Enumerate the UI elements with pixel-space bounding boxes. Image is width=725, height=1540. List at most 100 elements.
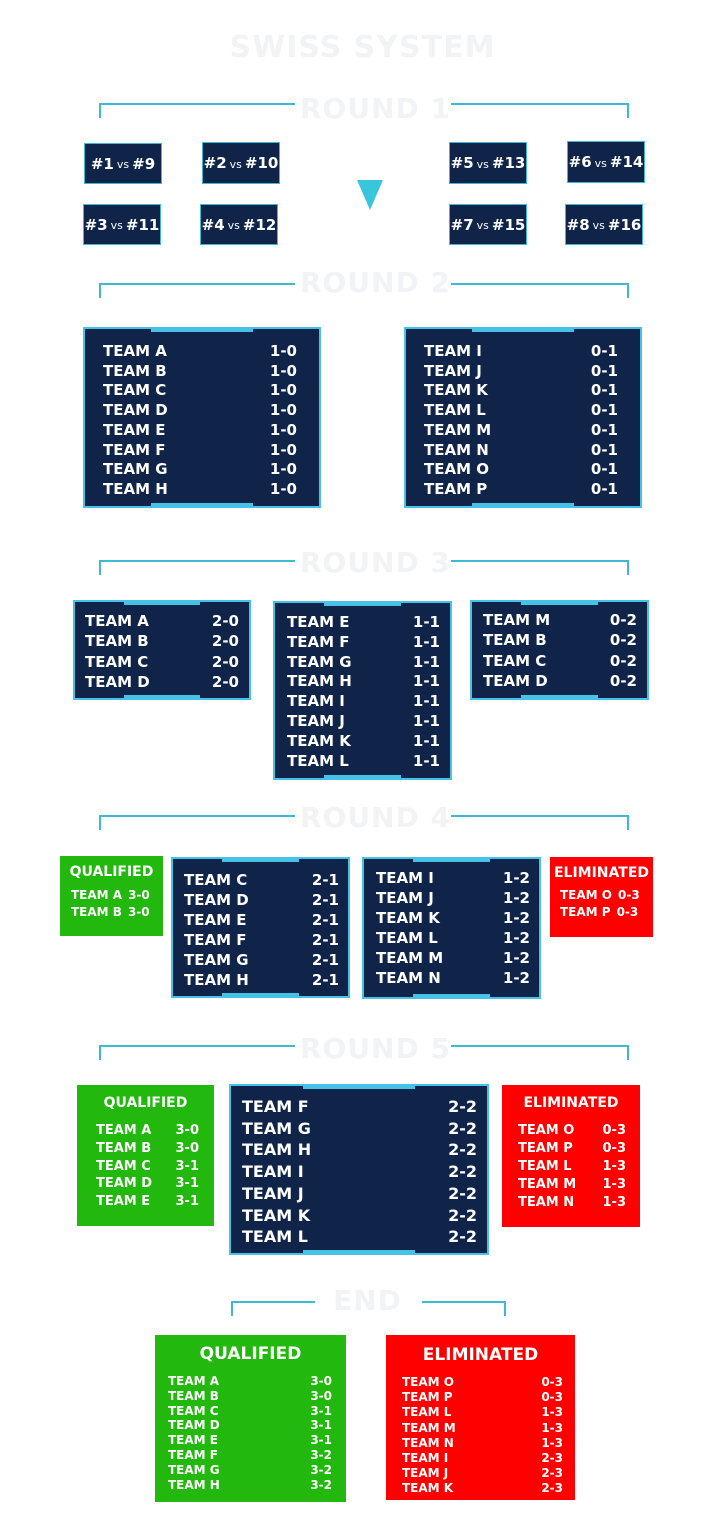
team-name: TEAM L [402,1405,452,1420]
team-record: 2-1 [311,871,339,889]
team-record: 1-1 [412,672,440,691]
team-name: TEAM D [96,1176,153,1192]
team-record: 1-2 [502,969,530,987]
team-record: 1-2 [502,909,530,927]
team-row: TEAM J 1-1 [275,712,450,730]
round-2-bracket-right [451,283,629,298]
panel-heading: ELIMINATED [422,1345,539,1365]
team-record: 0-3 [602,1123,627,1138]
round-3-bracket-right [451,560,629,575]
team-record: 1-3 [602,1159,627,1174]
team-name: TEAM L [376,929,438,947]
team-record: 1-1 [412,613,440,631]
team-name: TEAM J [287,712,345,730]
team-record: 0-3 [602,1141,627,1156]
seed-b: #13 [491,154,526,172]
team-record: 3-1 [310,1403,332,1418]
vs-label: vs [227,219,240,232]
team-name: TEAM F [287,632,350,651]
team-name: TEAM C [96,1158,151,1174]
round-4-bracket-left [99,815,295,830]
team-record: 0-1 [590,342,618,360]
team-record: 2-2 [448,1140,477,1160]
team-record: 2-2 [448,1183,477,1203]
seed-b: #11 [125,215,160,234]
team-record: 2-1 [311,951,339,969]
team-record: 1-0 [269,342,297,360]
round-3-title: ROUND 3 [300,546,452,579]
team-record: 2-1 [311,931,339,949]
team-name: TEAM B [483,631,547,650]
team-record: 1-0 [269,361,297,380]
team-record: 1-3 [541,1420,563,1435]
team-name: TEAM B [168,1388,219,1403]
round-4-bracket-right [451,815,629,830]
team-name: TEAM D [103,401,168,420]
team-record: 1-1 [412,712,440,730]
vs-label: vs [476,157,489,171]
team-name: TEAM C [85,652,149,671]
team-record: 2-0 [211,652,239,671]
round-3-bracket-left [99,560,295,575]
team-record: 1-1 [412,632,440,651]
team-record: 0-1 [590,440,618,459]
round-5-bracket-left [99,1045,295,1060]
team-row: TEAM L 1-3 [386,1405,575,1419]
team-name: TEAM A [85,612,149,630]
team-name: TEAM L [287,751,349,770]
seed-a: #1 [90,154,114,173]
panel-heading: QUALIFIED [199,1344,302,1364]
team-row: TEAM G 2-1 [173,951,348,969]
team-row: TEAM N 0-1 [406,441,640,459]
team-record: 1-3 [602,1195,627,1210]
team-record: 3-0 [127,905,150,919]
team-name: TEAM E [103,420,166,439]
round-1-bracket-right [451,103,629,118]
team-name: TEAM G [184,951,249,969]
team-record: 3-0 [310,1374,332,1388]
team-name: TEAM K [287,731,351,750]
team-name: TEAM M [402,1420,456,1435]
team-record: 1-1 [412,692,440,711]
team-name: TEAM J [424,361,482,380]
round-1-title: ROUND 1 [300,92,452,125]
team-name: TEAM N [424,440,489,459]
team-record: 1-3 [541,1405,563,1420]
team-record: 1-2 [502,949,530,967]
team-record: 1-0 [269,479,297,498]
